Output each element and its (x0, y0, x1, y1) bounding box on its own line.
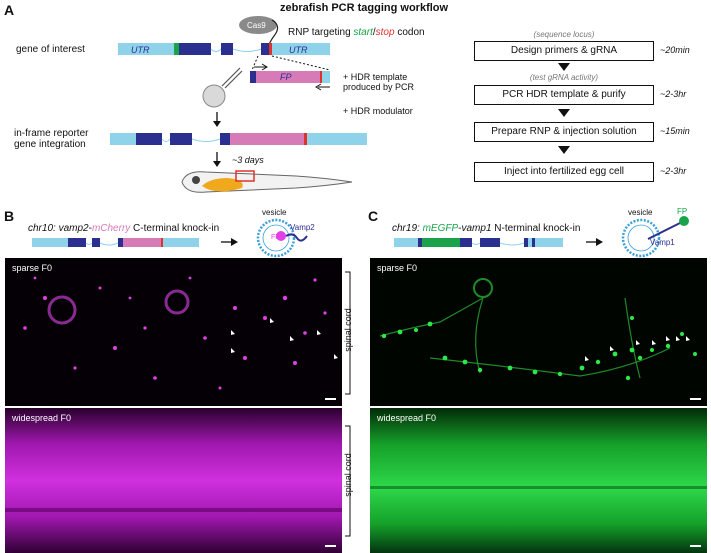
arrow-down-icon (213, 152, 221, 167)
panel-c-vesicle-label: vesicle (628, 208, 653, 217)
fp-template-label: FP (280, 72, 292, 82)
start-word: start (353, 27, 373, 38)
panel-b-gene: vamp2 (58, 223, 89, 234)
panel-b-widespread-image: widespread F0 (5, 408, 342, 553)
panel-c-dash: - (458, 223, 462, 234)
hdr-template-line1: + HDR template (343, 72, 408, 82)
panel-b-widespread-label: widespread F0 (12, 413, 72, 423)
arrow-down-icon (558, 146, 570, 154)
workflow-time-3: ~15min (660, 126, 690, 136)
arrow-right-icon (221, 238, 238, 246)
panel-c-chr: chr19: (392, 223, 423, 234)
panel-b-protein-label: Vamp2 (290, 223, 315, 232)
panel-b-sparse-image: sparse F0 (5, 258, 342, 406)
arrow-down-icon (558, 63, 570, 71)
panel-b-chr: chr10: (28, 223, 59, 234)
workflow-step-4: Inject into fertilized egg cell (474, 162, 654, 182)
panel-b-sparse-puncta (23, 276, 338, 390)
panel-a-letter: A (4, 2, 15, 18)
workflow-step-3: Prepare RNP & injection solution (474, 122, 654, 142)
panel-b-widespread-signal (5, 408, 342, 553)
workflow-step-1: Design primers & gRNA (474, 41, 654, 61)
panel-b-spinal-cord-bottom: spinal cord (342, 453, 353, 497)
panel-b-brackets (345, 271, 351, 537)
scale-bar (325, 545, 336, 547)
panel-b-rest: C-terminal knock-in (130, 223, 220, 234)
slash: / (372, 27, 376, 38)
panel-b-dash: - (88, 223, 92, 234)
workflow-step-2: PCR HDR template & purify (474, 85, 654, 105)
egg-injection-icon (202, 67, 243, 108)
hdr-template-line2: produced by PCR (343, 82, 415, 92)
panel-b-construct-label: chr10: vamp2-mCherry C-terminal knock-in (28, 223, 219, 234)
utr-left-label: UTR (131, 45, 150, 55)
panel-c-protein-label: Vamp1 (650, 238, 675, 247)
arrow-down-icon (213, 112, 221, 127)
panel-c-sparse-label: sparse F0 (377, 263, 418, 273)
utr-right-label: UTR (289, 45, 308, 55)
scale-bar (325, 398, 336, 400)
zebrafish-larva-icon (181, 170, 353, 193)
arrow-right-icon (586, 238, 603, 246)
days-label: ~3 days (232, 155, 264, 165)
gene-structure-diagram (118, 43, 330, 55)
workflow-time-4: ~2-3hr (660, 166, 687, 176)
panel-c-widespread-signal (370, 408, 707, 553)
panel-c-rest: N-terminal knock-in (491, 223, 581, 234)
panel-c-sparse-image: sparse F0 (370, 258, 707, 406)
panel-b-fp-label: FP (271, 234, 280, 241)
stop-word: stop (375, 27, 395, 38)
panel-c-fp-label: FP (677, 207, 688, 216)
scale-bar (690, 398, 701, 400)
panel-b-vesicle-icon (256, 218, 308, 258)
reporter-line2: gene integration (14, 139, 86, 150)
gene-of-interest-label: gene of interest (16, 44, 85, 55)
workflow-note-top: (sequence locus) (533, 30, 595, 39)
panel-b-gene-diagram (32, 238, 199, 247)
panel-c-letter: C (368, 208, 379, 224)
integrated-gene-diagram (110, 133, 367, 145)
panel-c-tag: mEGFP (422, 223, 459, 234)
panel-b-spinal-cord-top: spinal cord (342, 308, 353, 352)
panel-c-widespread-label: widespread F0 (377, 413, 437, 423)
workflow-time-1: ~20min (660, 45, 690, 55)
figure-title: zebrafish PCR tagging workflow (280, 2, 449, 14)
workflow-time-2: ~2-3hr (660, 89, 687, 99)
panel-c-construct-label: chr19: mEGFP-vamp1 N-terminal knock-in (392, 223, 580, 234)
panel-c-widespread-image: widespread F0 (370, 408, 707, 553)
cas9-label: Cas9 (247, 21, 266, 30)
panel-b-vesicle-label: vesicle (262, 208, 287, 217)
panel-b-sparse-label: sparse F0 (12, 263, 53, 273)
panel-c-sparse-neuron (379, 278, 697, 381)
hdr-template-diagram (250, 55, 331, 91)
rnp-prefix: RNP targeting (288, 27, 354, 38)
workflow-note-mid: (test gRNA activity) (529, 73, 599, 82)
arrow-down-icon (558, 109, 570, 117)
panel-c-gene-diagram (394, 238, 563, 247)
scale-bar (690, 545, 701, 547)
rnp-targeting-label: RNP targeting start/stop codon (288, 27, 425, 38)
cas9-rnp-icon (239, 16, 279, 48)
panel-c-gene: vamp1 (461, 223, 492, 234)
panel-b-tag: mCherry (91, 223, 131, 234)
hdr-modulator-label: + HDR modulator (343, 106, 413, 116)
panel-c-vesicle-icon (621, 216, 689, 258)
reporter-line1: in-frame reporter (14, 128, 89, 139)
panel-b-letter: B (4, 208, 15, 224)
codon-word: codon (394, 27, 425, 38)
